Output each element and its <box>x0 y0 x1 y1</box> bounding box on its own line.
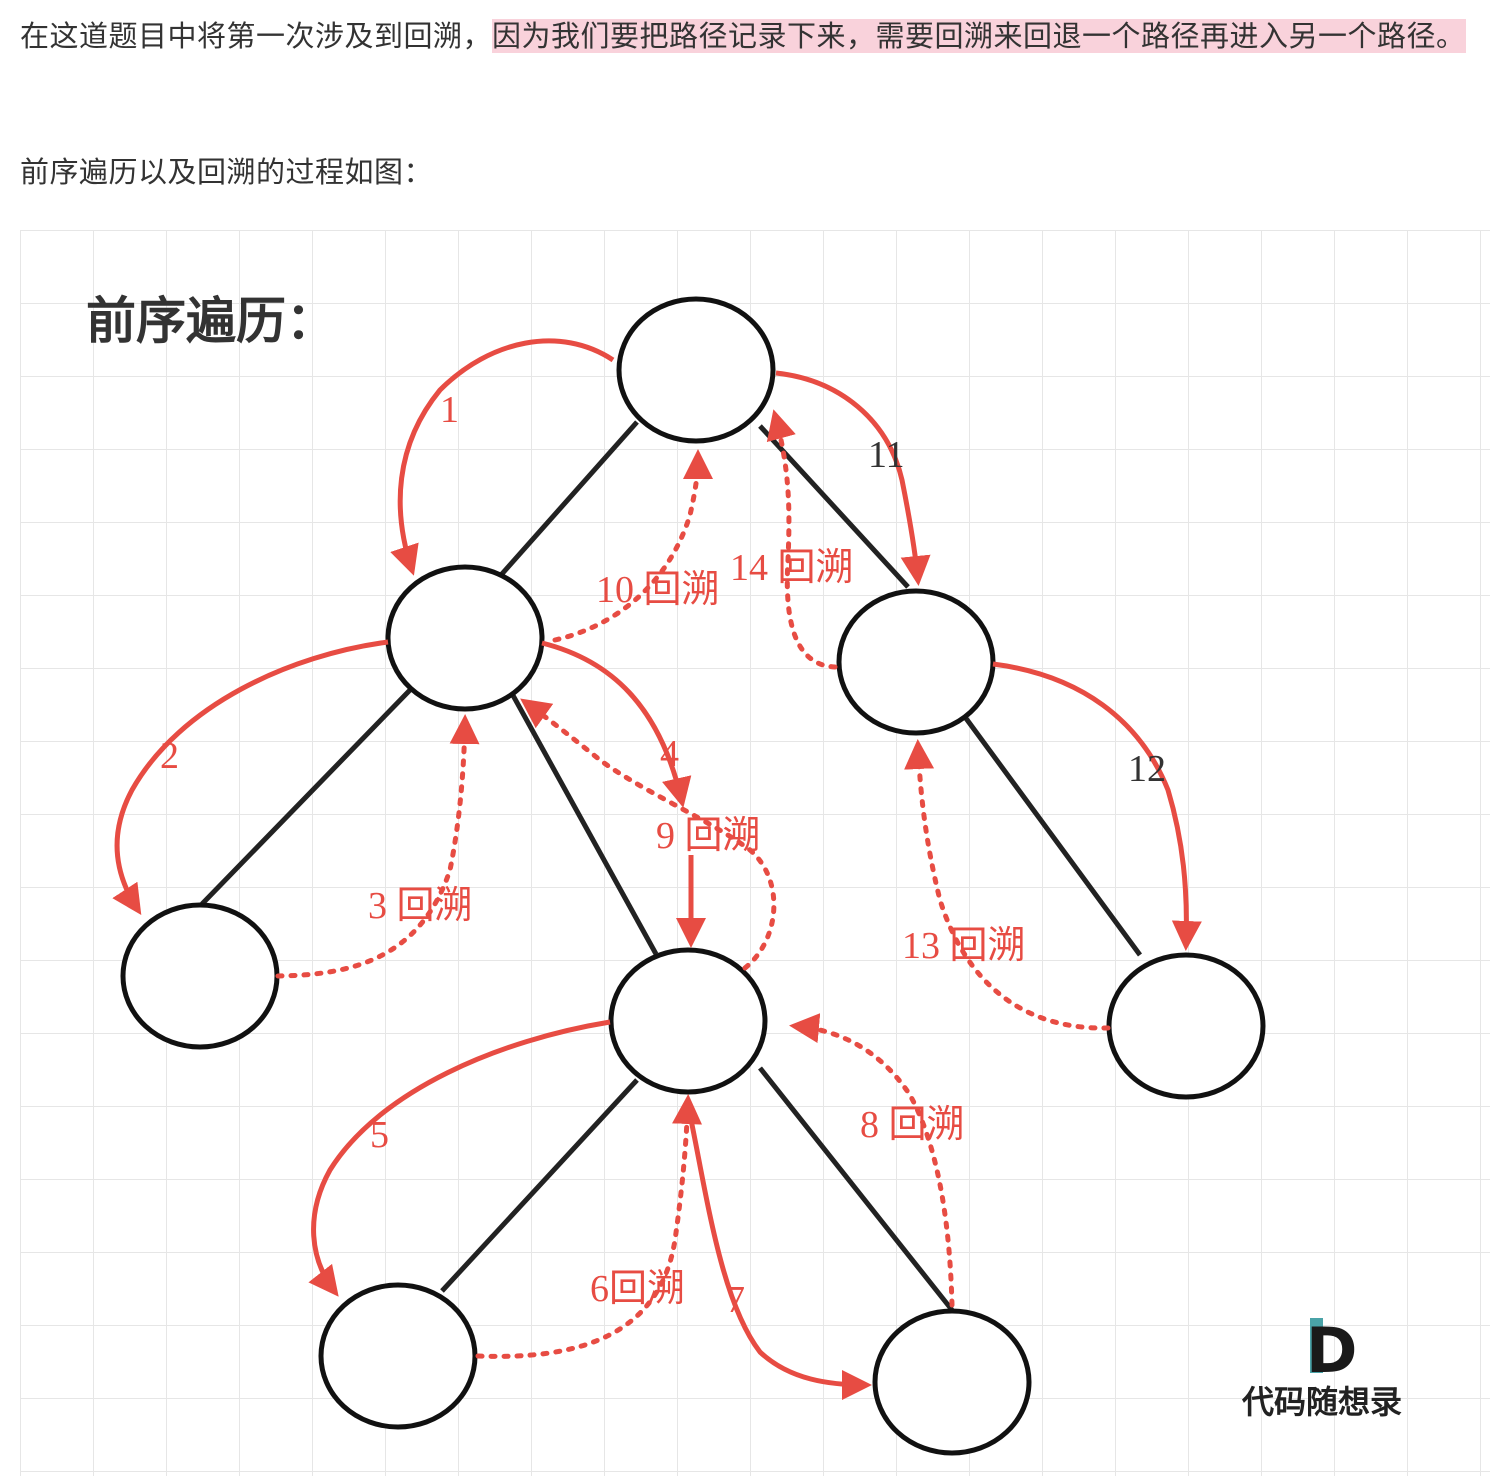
arrow-step-14 <box>766 409 838 670</box>
label-step-12: 12 <box>1128 748 1166 790</box>
arrow-step-7 <box>686 1109 872 1400</box>
label-step-2: 2 <box>160 735 179 777</box>
node-middle <box>608 947 768 1095</box>
brand-name: 代码随想录 <box>1241 1383 1402 1421</box>
highlighted-text: 因为我们要把路径记录下来，需要回溯来回退一个路径再进入另一个路径。 <box>492 19 1466 53</box>
arrow-step-5 <box>308 1019 611 1297</box>
edge-root-left <box>499 420 639 577</box>
node-left-leaf <box>120 902 280 1050</box>
node-bottom-left <box>318 1282 478 1430</box>
intro-text: 在这道题目中将第一次涉及到回溯， <box>20 19 493 53</box>
backtrack-arrows <box>275 409 1111 1359</box>
label-step-4: 4 <box>660 733 679 775</box>
node-right-leaf <box>1106 952 1266 1100</box>
label-step-7: 7 <box>726 1279 745 1321</box>
edge-left-leftleaf <box>200 688 412 906</box>
logo-letter: D <box>1306 1314 1357 1387</box>
arrow-step-8 <box>789 1013 955 1308</box>
figure-caption: 前序遍历以及回溯的过程如图： <box>20 155 434 189</box>
arrow-step-10 <box>552 449 713 643</box>
label-step-3: 3 回溯 <box>368 885 473 927</box>
edge-right-rightleaf <box>962 715 1143 957</box>
label-step-6: 6回溯 <box>590 1268 685 1310</box>
label-step-10: 10 回溯 <box>596 569 720 611</box>
logo-accent-bar <box>1310 1318 1323 1373</box>
arrow-step-4 <box>541 640 692 808</box>
tree-edges <box>200 420 1143 1312</box>
tree-nodes <box>120 296 1266 1456</box>
step-labels: 1 2 3 回溯 4 5 6回溯 7 8 回溯 9 回溯 10 回溯 11 12… <box>160 389 1166 1321</box>
arrow-step-12 <box>992 661 1202 951</box>
label-step-11: 11 <box>868 434 905 476</box>
label-step-9: 9 回溯 <box>656 815 761 857</box>
edge-left-mid <box>507 688 659 956</box>
arrow-step-6 <box>475 1094 703 1359</box>
preorder-traversal-figure: 前序遍历： <box>20 230 1490 1476</box>
node-left <box>385 564 545 712</box>
arrow-step-3 <box>275 714 480 979</box>
node-right <box>836 588 996 736</box>
arrow-step-11 <box>775 370 931 586</box>
arrow-step-9 <box>520 698 777 971</box>
label-step-5: 5 <box>370 1114 389 1156</box>
arrow-step-1 <box>390 338 615 576</box>
label-step-8: 8 回溯 <box>860 1104 965 1146</box>
node-bottom-right <box>872 1308 1032 1456</box>
grid-background <box>20 230 1490 1476</box>
visit-arrows <box>112 338 1202 1400</box>
figure-title: 前序遍历： <box>86 291 336 350</box>
label-step-1: 1 <box>440 389 459 431</box>
edge-mid-bottomleft <box>440 1078 639 1293</box>
label-step-13: 13 回溯 <box>902 925 1026 967</box>
node-root <box>616 296 776 444</box>
intro-paragraph: 在这道题目中将第一次涉及到回溯，因为我们要把路径记录下来，需要回溯来回退一个路径… <box>20 8 1470 64</box>
edge-mid-bottomright <box>758 1066 954 1312</box>
arrow-step-2 <box>112 639 389 916</box>
tree-diagram: 前序遍历： <box>20 230 1490 1476</box>
arrow-step-13 <box>904 739 1111 1031</box>
label-step-14: 14 回溯 <box>730 547 854 589</box>
brand-logo: D 代码随想录 <box>1241 1314 1402 1421</box>
